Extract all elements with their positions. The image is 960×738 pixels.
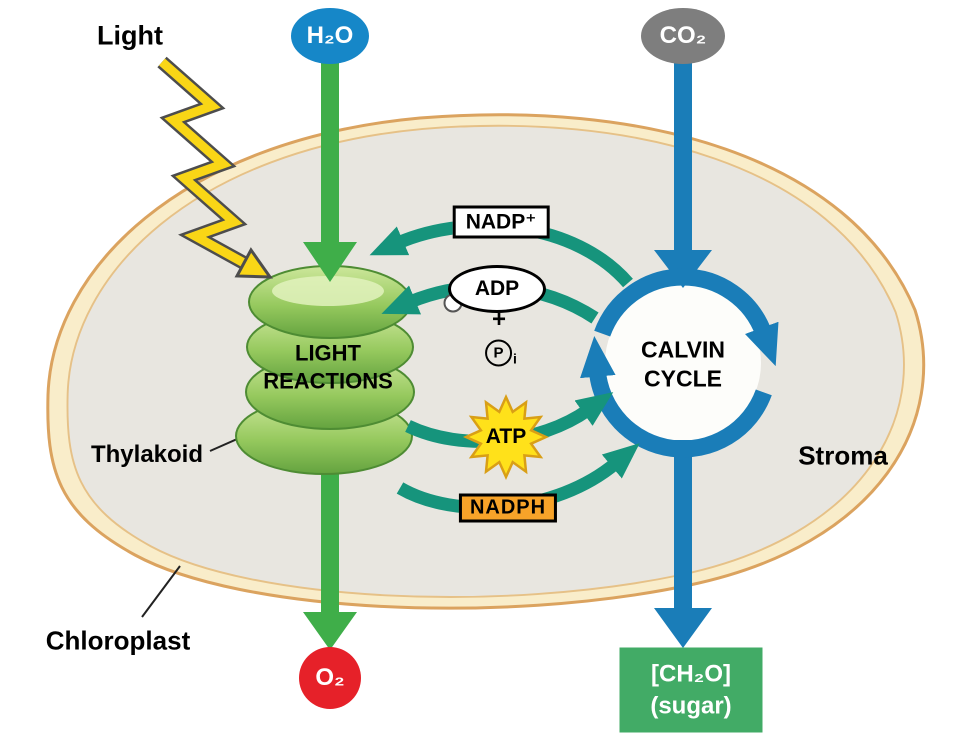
h2o-label: H₂O <box>306 22 354 49</box>
h2o-input-arrow <box>303 58 357 282</box>
light-label: Light <box>97 20 163 51</box>
chloroplast-inner-membrane <box>66 124 905 598</box>
nadp-plus-box: NADP⁺ <box>452 205 550 239</box>
inorganic-phosphate: P i <box>485 339 517 367</box>
calvin-cycle-label: CALVIN CYCLE <box>641 336 725 391</box>
phosphate-subscript-i: i <box>513 350 517 366</box>
co2-label: CO₂ <box>659 22 707 49</box>
atp-starburst <box>462 393 550 481</box>
sugar-output-arrow <box>654 440 712 648</box>
chloroplast-label: Chloroplast <box>45 625 191 656</box>
stroma-label: Stroma <box>798 440 888 471</box>
o2-molecule: O₂ <box>299 647 361 709</box>
o2-output-arrow <box>303 430 357 650</box>
calvin-cycle-arc-top <box>594 268 779 367</box>
o2-label: O₂ <box>315 664 345 691</box>
atp-label: ATP <box>485 425 527 448</box>
sugar-name: (sugar) <box>650 692 732 719</box>
calvin-cycle-interior <box>605 285 761 441</box>
h2o-molecule: H₂O <box>291 8 369 64</box>
sugar-formula: [CH₂O] <box>651 660 731 688</box>
nadph-box: NADPH <box>458 493 558 523</box>
lightning-bolt-icon <box>157 56 273 279</box>
chloroplast-leader-line <box>141 565 181 618</box>
thylakoid-stack <box>235 265 415 475</box>
sugar-output-box: [CH₂O] (sugar) <box>619 647 763 733</box>
adp-ellipse: ADP <box>448 265 546 313</box>
thylakoid-label: Thylakoid <box>90 441 204 468</box>
co2-molecule: CO₂ <box>641 8 725 64</box>
co2-input-arrow <box>654 58 712 288</box>
phosphate-circle-p: P <box>485 339 513 367</box>
light-reactions-label: LIGHT REACTIONS <box>263 340 393 394</box>
plus-sign: + <box>491 306 507 333</box>
